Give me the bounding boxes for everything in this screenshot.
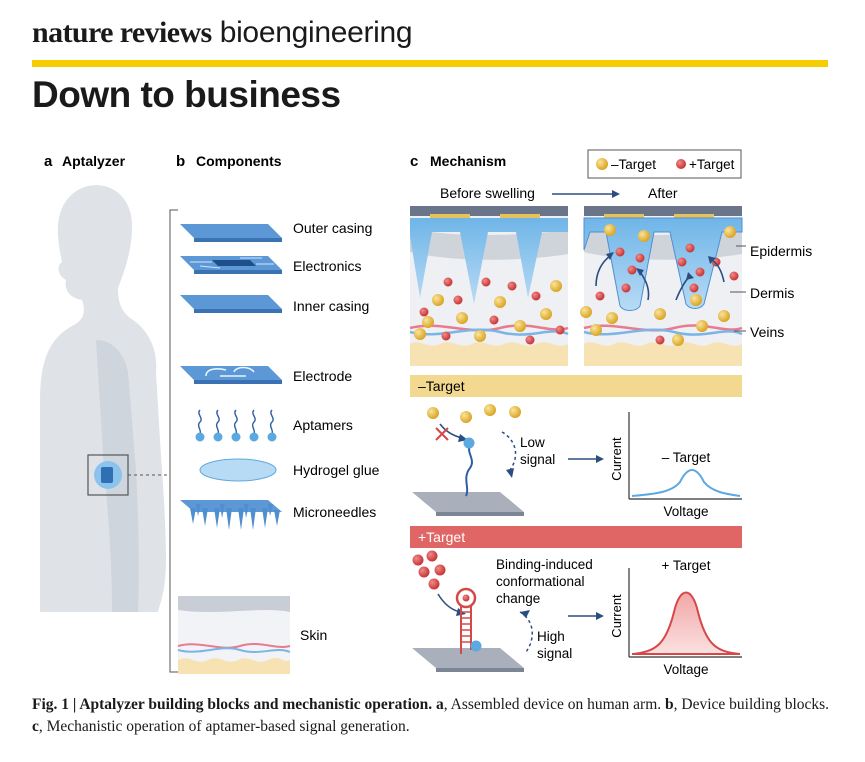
binding-label-line2: conformational — [496, 574, 585, 589]
journal-masthead: nature reviews bioengineering — [32, 16, 413, 50]
before-swelling-diagram — [409, 206, 569, 366]
journal-name: bioengineering — [219, 16, 413, 49]
component-label-electronics: Electronics — [293, 258, 361, 274]
panel-a-letter: a — [44, 153, 53, 170]
legend-plus-target: +Target — [689, 157, 735, 172]
layer-label-veins: Veins — [750, 324, 784, 340]
panel-c-title: Mechanism — [430, 153, 506, 169]
minus-target-voltammogram — [628, 412, 742, 500]
legend-minus-target: –Target — [611, 157, 656, 172]
minus-target-mechanism — [412, 404, 604, 516]
minus-curve-label: – Target — [662, 450, 711, 465]
masthead-rule — [32, 60, 828, 67]
figure: a Aptalyzer b Components c Mechanism Out… — [40, 149, 812, 677]
after-label: After — [648, 185, 678, 201]
skin-icon — [177, 596, 291, 674]
plus-curve-label: + Target — [662, 558, 711, 573]
layer-label-dermis: Dermis — [750, 285, 794, 301]
inner-casing-icon — [180, 295, 282, 313]
panel-c-letter: c — [410, 153, 418, 170]
legend-minus-swatch — [596, 158, 608, 170]
page-title: Down to business — [32, 74, 341, 115]
panel-b-title: Components — [196, 153, 282, 169]
panel-b-letter: b — [176, 153, 185, 170]
plus-target-band-label: +Target — [418, 529, 465, 545]
binding-label-line3: change — [496, 591, 540, 606]
binding-label-line1: Binding-induced — [496, 557, 593, 572]
component-label-microneedles: Microneedles — [293, 504, 376, 520]
high-signal-label-line1: High — [537, 629, 565, 644]
layer-label-epidermis: Epidermis — [750, 243, 812, 259]
component-label-outer-casing: Outer casing — [293, 220, 372, 236]
outer-casing-icon — [180, 224, 282, 242]
components-bracket — [169, 209, 178, 673]
blocked-binding-cross-icon — [435, 427, 449, 441]
after-swelling-diagram — [580, 206, 746, 366]
caption-a-letter: a — [436, 696, 444, 713]
journal-brand: nature reviews — [32, 16, 212, 49]
low-signal-label-line1: Low — [520, 435, 545, 450]
electronics-icon — [180, 256, 282, 274]
minus-y-axis-label: Current — [609, 437, 624, 481]
minus-target-band — [410, 375, 742, 397]
component-label-skin: Skin — [300, 627, 327, 643]
plus-x-axis-label: Voltage — [663, 662, 708, 677]
target-legend — [587, 149, 742, 179]
component-label-hydrogel-glue: Hydrogel glue — [293, 462, 380, 478]
plus-y-axis-label: Current — [609, 594, 624, 638]
plus-target-band — [410, 526, 742, 548]
component-label-inner-casing: Inner casing — [293, 298, 369, 314]
minus-target-band-label: –Target — [418, 378, 465, 394]
caption-b-text: , Device building blocks. — [673, 696, 830, 713]
caption-figure-title: Fig. 1 | Aptalyzer building blocks and m… — [32, 696, 433, 713]
microneedles-icon — [180, 500, 282, 530]
caption-a-text: , Assembled device on human arm. — [443, 696, 662, 713]
figure-caption: Fig. 1 | Aptalyzer building blocks and m… — [32, 694, 832, 738]
plus-target-voltammogram — [628, 568, 742, 658]
component-label-aptamers: Aptamers — [293, 417, 353, 433]
panel-a-title: Aptalyzer — [62, 153, 126, 169]
component-label-electrode: Electrode — [293, 368, 352, 384]
before-swelling-label: Before swelling — [440, 185, 535, 201]
electrode-icon — [180, 366, 282, 384]
caption-b-letter: b — [665, 696, 674, 713]
legend-plus-swatch — [676, 159, 686, 169]
minus-x-axis-label: Voltage — [663, 504, 708, 519]
plus-target-mechanism — [412, 550, 604, 672]
caption-c-letter: c — [32, 718, 39, 735]
hydrogel-glue-icon — [199, 458, 277, 482]
caption-c-text: , Mechanistic operation of aptamer-based… — [38, 718, 410, 735]
low-signal-label-line2: signal — [520, 452, 555, 467]
aptamers-icon — [197, 409, 274, 435]
high-signal-label-line2: signal — [537, 646, 572, 661]
human-silhouette — [40, 185, 168, 612]
